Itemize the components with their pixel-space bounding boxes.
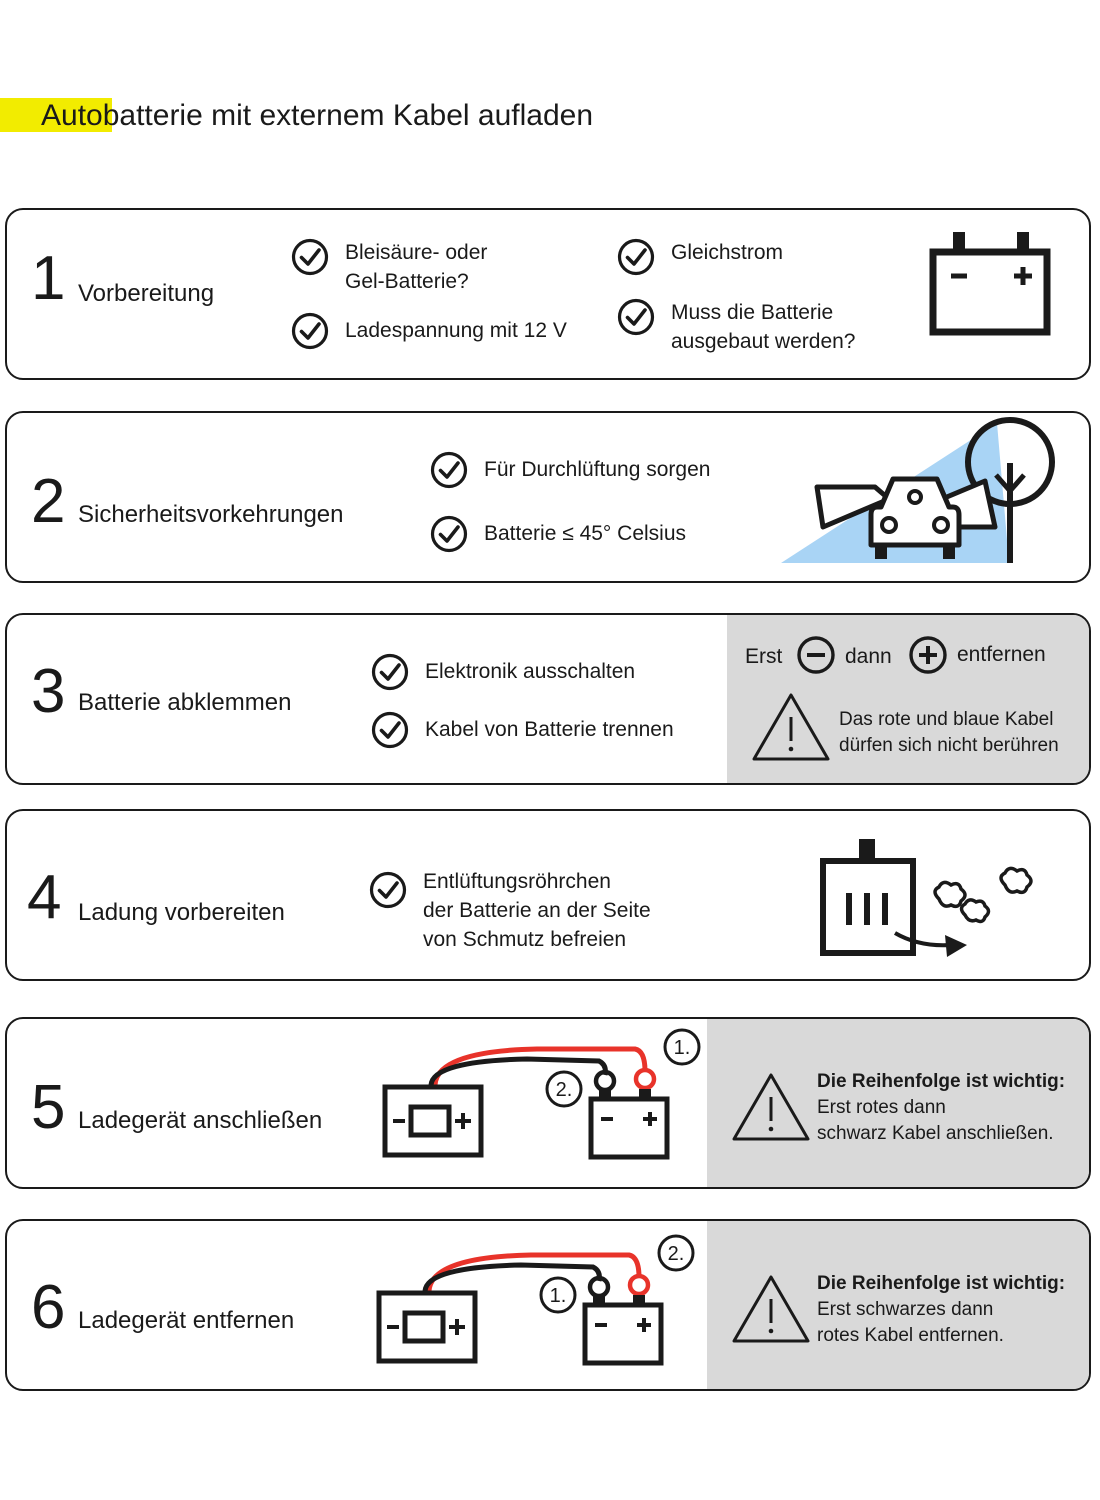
- warning-text: Das rote und blaue Kabel dürfen sich nic…: [839, 707, 1059, 759]
- title-highlight: [0, 98, 112, 132]
- check-item: Kabel von Batterie trennen: [371, 711, 674, 749]
- battery-vent-dirt-icon: [820, 839, 1033, 957]
- step-5-card: 5 Ladegerät anschließen 1. 2. Die Reihen…: [5, 1017, 1091, 1189]
- clamp-label-black: 2.: [556, 1079, 573, 1101]
- clamp-label-red: 1.: [674, 1037, 691, 1059]
- order-first: Erst: [745, 645, 783, 668]
- warning-line: rotes Kabel entfernen.: [817, 1325, 1004, 1346]
- clamp-label-red: 2.: [668, 1243, 685, 1265]
- check-item-text: Für Durchlüftung sorgen: [484, 458, 711, 481]
- warning-line: schwarz Kabel anschließen.: [817, 1123, 1054, 1144]
- check-item-text: Bleisäure- oder Gel-Batterie?: [345, 241, 488, 293]
- check-icon: [430, 451, 468, 489]
- check-item: Muss die Batterie ausgebaut werden?: [617, 298, 896, 356]
- check-item-text: Kabel von Batterie trennen: [425, 718, 674, 741]
- plus-terminal-icon: [909, 636, 947, 674]
- step-number: 6: [31, 1273, 66, 1342]
- check-icon: [371, 653, 409, 691]
- warning-line: Das rote und blaue Kabel: [839, 709, 1054, 730]
- check-item-line: der Batterie an der Seite: [423, 899, 651, 922]
- check-item: Elektronik ausschalten: [371, 653, 635, 691]
- charger-connection-icon: 1. 2.: [382, 1028, 701, 1160]
- step-number: 3: [31, 657, 66, 726]
- check-item-text: Batterie ≤ 45° Celsius: [484, 522, 687, 545]
- minus-terminal-icon: [797, 636, 835, 674]
- check-item: Gleichstrom: [617, 238, 783, 276]
- check-item-text: Gleichstrom: [671, 241, 784, 264]
- check-item: Ladespannung mit 12 V: [291, 312, 567, 350]
- car-with-open-doors-and-tree-icon: [781, 417, 1055, 563]
- warning-heading: Die Reihenfolge ist wichtig:: [817, 1273, 1066, 1294]
- step-4-card: 4 Ladung vorbereiten Entlüftungsröhrchen…: [5, 809, 1091, 981]
- warning-icon: [731, 1071, 811, 1143]
- step-number: 4: [27, 863, 62, 932]
- step-2-card: 2 Sicherheitsvorkehrungen Für Durchlüftu…: [5, 411, 1091, 583]
- check-item-line: von Schmutz befreien: [423, 928, 627, 951]
- order-action: entfernen: [957, 643, 1046, 666]
- step-title: Vorbereitung: [78, 280, 215, 307]
- title-area: Autobatterie mit externem Kabel aufladen: [0, 96, 700, 136]
- step-3-card: 3 Batterie abklemmen Elektronik ausschal…: [5, 613, 1091, 785]
- step-title: Ladegerät entfernen: [78, 1307, 295, 1334]
- check-item: Entlüftungsröhrchen der Batterie an der …: [369, 870, 651, 954]
- check-icon: [371, 711, 409, 749]
- check-icon: [617, 238, 655, 276]
- check-item: Batterie ≤ 45° Celsius: [430, 515, 686, 553]
- step-number: 5: [31, 1073, 66, 1142]
- check-item-text: Ladespannung mit 12 V: [345, 319, 567, 342]
- step-title: Ladung vorbereiten: [78, 899, 285, 926]
- warning-line: dürfen sich nicht berühren: [839, 735, 1059, 756]
- charger-disconnection-icon: 2. 1.: [376, 1234, 695, 1366]
- check-item-line: Entlüftungsröhrchen: [423, 870, 611, 893]
- step-title: Batterie abklemmen: [78, 689, 292, 716]
- check-item: Für Durchlüftung sorgen: [430, 451, 710, 489]
- battery-icon: [929, 232, 1051, 336]
- warning-line: Erst schwarzes dann: [817, 1299, 994, 1320]
- warning-icon: [751, 691, 831, 763]
- check-item-text: Elektronik ausschalten: [425, 660, 636, 683]
- step-6-card: 6 Ladegerät entfernen 2. 1. Die Reihenfo…: [5, 1219, 1091, 1391]
- order-then: dann: [845, 645, 892, 668]
- warning-text: Die Reihenfolge ist wichtig: Erst rotes …: [817, 1069, 1065, 1147]
- step-number: 2: [31, 467, 66, 536]
- step-title: Ladegerät anschließen: [78, 1107, 323, 1134]
- check-icon: [369, 871, 407, 909]
- warning-icon: [731, 1273, 811, 1345]
- step-number: 1: [31, 244, 66, 313]
- check-item: Bleisäure- oder Gel-Batterie?: [291, 238, 525, 296]
- warning-text: Die Reihenfolge ist wichtig: Erst schwar…: [817, 1271, 1065, 1349]
- page-title: Autobatterie mit externem Kabel aufladen: [41, 99, 593, 132]
- check-item-text: Muss die Batterie ausgebaut werden?: [671, 301, 856, 353]
- step-1-card: 1 Vorbereitung Bleisäure- oder Gel-Batte…: [5, 208, 1091, 380]
- clamp-label-black: 1.: [550, 1285, 567, 1307]
- warning-line: Erst rotes dann: [817, 1097, 946, 1118]
- check-item-text: Entlüftungsröhrchen der Batterie an der …: [423, 867, 651, 954]
- step-title: Sicherheitsvorkehrungen: [78, 501, 344, 528]
- check-icon: [291, 312, 329, 350]
- warning-heading: Die Reihenfolge ist wichtig:: [817, 1071, 1066, 1092]
- check-icon: [430, 515, 468, 553]
- check-icon: [617, 298, 655, 336]
- check-icon: [291, 238, 329, 276]
